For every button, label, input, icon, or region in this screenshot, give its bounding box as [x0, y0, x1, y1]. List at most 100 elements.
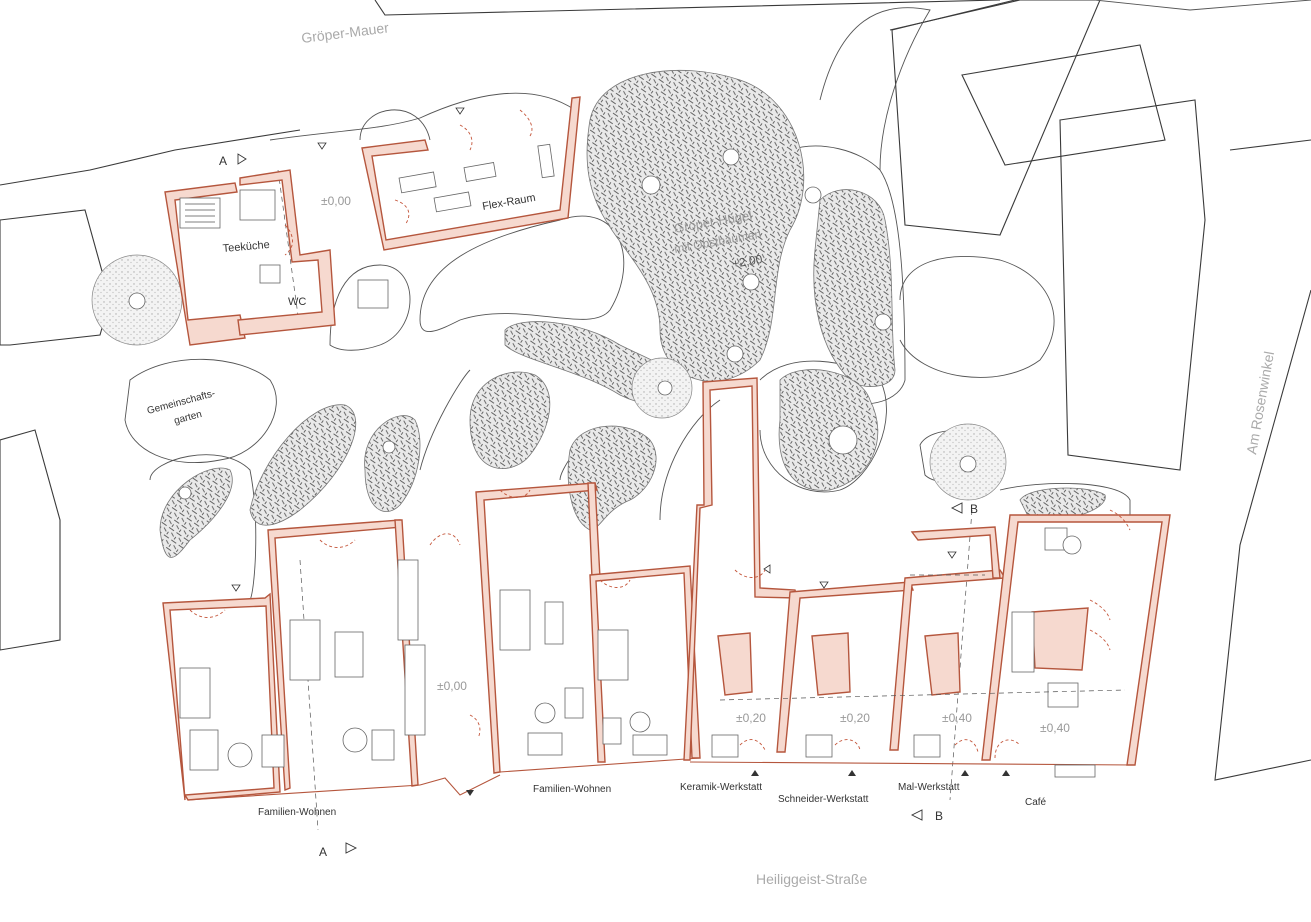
path-east-strip — [789, 145, 906, 405]
level-cafe: ±0,40 — [1040, 721, 1070, 735]
tree-trunk — [959, 455, 977, 473]
stair-outside — [404, 644, 426, 736]
planting-bed-east-strip — [813, 189, 896, 387]
label-wc: WC — [288, 296, 306, 308]
building-east-edge-1 — [1229, 139, 1311, 151]
label-family-b: Familien-Wohnen — [533, 784, 611, 795]
door-swing — [954, 739, 979, 753]
mal-wall — [889, 569, 1007, 751]
family-a-wall-1 — [162, 592, 281, 801]
building-ne-1 — [891, 0, 1101, 236]
section-mark-a-top: A — [219, 154, 227, 168]
family-b-wall-1 — [475, 482, 598, 774]
stair — [913, 734, 941, 758]
landscape-paths — [124, 7, 1131, 601]
section-mark-b-bottom: B — [935, 809, 943, 823]
section-mark-b-top: B — [970, 502, 978, 516]
planting-bed-c1 — [469, 371, 551, 469]
entrance-arrow — [455, 107, 465, 115]
cafe-table — [1062, 535, 1082, 555]
building-east — [1059, 99, 1206, 471]
street-label-north: Gröper-Mauer — [300, 19, 390, 46]
flex-table — [463, 162, 497, 182]
armchair — [564, 687, 584, 719]
door-swing — [834, 739, 861, 751]
cafe-wall — [981, 514, 1171, 766]
coffee-table — [342, 727, 368, 753]
street-label-east: Am Rosenwinkel — [1243, 350, 1277, 455]
stair — [597, 629, 629, 681]
family-b-facade — [499, 757, 701, 773]
tree-trunk — [804, 186, 822, 204]
path-hill-south — [759, 360, 887, 493]
door-swing — [1109, 509, 1131, 531]
label-garden-1: Gemeinschafts- — [146, 388, 216, 417]
section-arrow-b-bottom — [910, 809, 923, 821]
path-hill-east — [819, 7, 931, 171]
flex-table — [398, 171, 437, 194]
stair — [179, 667, 211, 719]
tree-trunk — [128, 292, 146, 310]
stair — [499, 589, 531, 651]
tree-trunk — [657, 380, 673, 396]
coffee-table — [629, 711, 651, 733]
entrance-markers — [231, 107, 1010, 796]
building-ne-top — [1094, 0, 1311, 11]
door-swing — [1089, 629, 1111, 651]
level-keramik: ±0,20 — [736, 711, 766, 725]
pavilion-wall-west — [164, 182, 246, 346]
entrance-arrow — [947, 551, 957, 559]
entrance-arrow — [466, 790, 474, 796]
level-mal: ±0,40 — [942, 711, 972, 725]
kitchen-counter — [239, 189, 276, 221]
workshop-facade — [689, 761, 1136, 766]
entrance-arrow — [848, 770, 856, 776]
planting-bed-w2 — [364, 415, 421, 513]
entrance-arrow — [317, 142, 327, 150]
sofa — [632, 734, 668, 756]
door-swing — [189, 609, 226, 618]
label-keramik: Keramik-Werkstatt — [680, 782, 762, 793]
door-swing — [459, 124, 473, 151]
flex-shelf — [537, 143, 555, 179]
section-symbols: A A B B — [219, 153, 978, 859]
door-swing — [994, 739, 1021, 759]
tree-trunk — [874, 313, 892, 331]
keramik-wall — [683, 377, 798, 761]
level-court: ±0,00 — [437, 679, 467, 693]
entrance-arrow — [751, 770, 759, 776]
entrance-arrow — [763, 564, 771, 574]
section-lines — [277, 169, 973, 831]
building-west-lower — [0, 429, 61, 651]
level-flex: ±0,00 — [321, 194, 351, 208]
path-bump-flex — [359, 109, 431, 141]
stair-outside — [397, 559, 419, 641]
family-a-facade — [187, 784, 421, 801]
trees — [91, 148, 1007, 501]
stair — [711, 734, 739, 758]
pavilion-wall-east — [237, 169, 336, 336]
door-swing — [284, 224, 293, 256]
building-east-edge-2 — [1214, 289, 1311, 781]
door-swing — [394, 199, 410, 226]
stair — [179, 197, 221, 229]
entrance-arrow — [961, 770, 969, 776]
kitchen-sink — [259, 264, 281, 284]
stair — [1011, 611, 1035, 673]
entrance-arrow — [819, 581, 829, 589]
garden-path-west — [149, 454, 257, 601]
door-swing — [519, 109, 533, 137]
label-family-a: Familien-Wohnen — [258, 807, 336, 818]
door-swing — [469, 714, 481, 739]
label-cafe: Café — [1025, 797, 1047, 808]
cafe-core — [1031, 607, 1089, 671]
planting-beds — [159, 70, 1106, 558]
section-arrow-b-top — [950, 502, 963, 514]
sofa — [527, 732, 563, 756]
planting-bed-garden — [159, 467, 233, 558]
flex-wall — [361, 96, 581, 251]
building-ne-2 — [961, 44, 1166, 166]
label-teekueche: Teeküche — [222, 239, 270, 255]
door-swing — [319, 539, 356, 548]
